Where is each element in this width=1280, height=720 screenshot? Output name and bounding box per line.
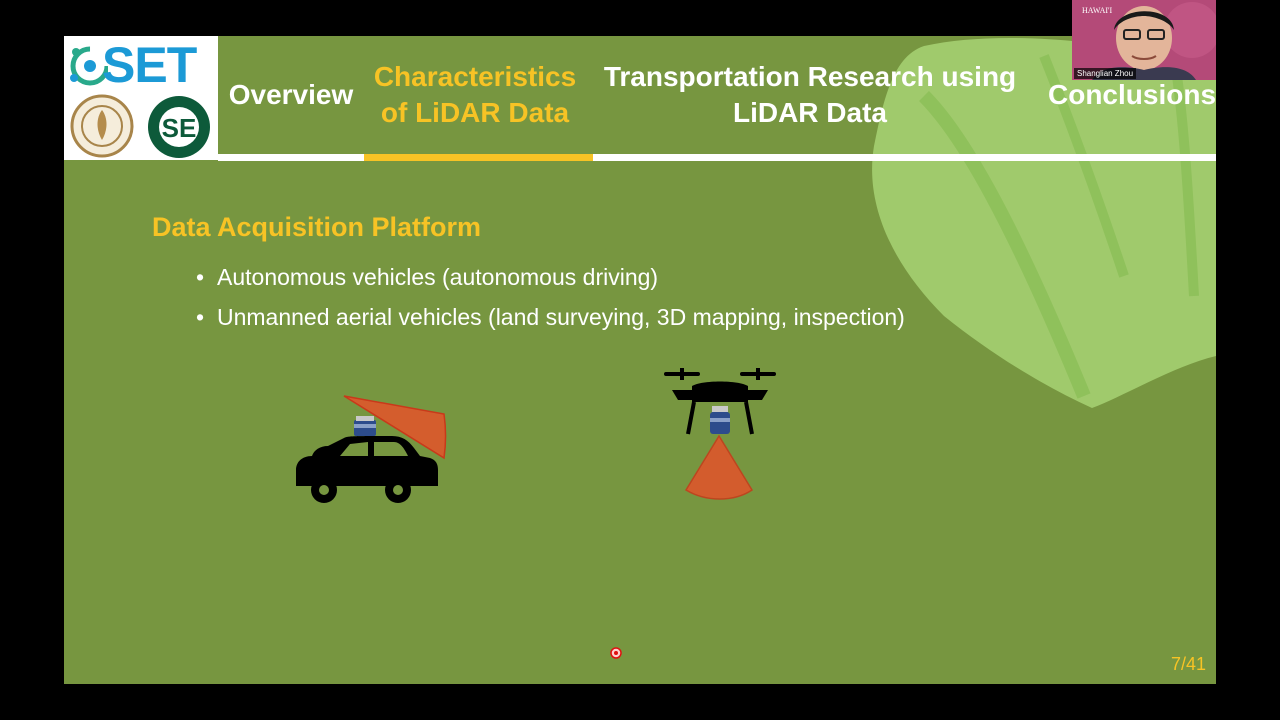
webcam-hawaii-label: HAWAI'I <box>1082 6 1113 15</box>
nav-characteristics[interactable]: Characteristics of LiDAR Data <box>364 36 586 154</box>
bullet-item: • Autonomous vehicles (autonomous drivin… <box>194 257 905 297</box>
nav-overview[interactable]: Overview <box>218 36 364 154</box>
bullet-glyph: • <box>196 264 205 290</box>
bullet-glyph: • <box>196 304 205 330</box>
set-logo-text: SET <box>102 37 197 93</box>
bullet-item: • Unmanned aerial vehicles (land surveyi… <box>194 297 905 337</box>
car-icon <box>296 395 447 503</box>
nav-underline <box>218 154 1216 161</box>
bullet-text: Unmanned aerial vehicles (land surveying… <box>217 304 905 330</box>
lidar-sensor-icon <box>710 406 730 434</box>
nav-conclusions[interactable]: Conclusions <box>1048 36 1216 154</box>
set-logo-circle-icon <box>70 46 108 86</box>
nav-conclusions-label: Conclusions <box>1048 79 1216 110</box>
webcam-thumbnail[interactable]: HAWAI'I Shanglian Zhou <box>1072 0 1216 80</box>
nav-active-indicator <box>364 154 593 161</box>
laser-pointer-icon <box>610 647 622 659</box>
section-heading: Data Acquisition Platform <box>152 212 482 242</box>
participant-name: Shanglian Zhou <box>1074 68 1137 79</box>
svg-text:SE: SE <box>162 113 197 143</box>
university-seal-icon <box>70 94 134 158</box>
logo-block: SET SE <box>64 36 218 160</box>
slide: SET SE Overview Characteristics of LiDAR… <box>64 36 1216 684</box>
nav-overview-label: Overview <box>228 79 354 110</box>
college-of-engineering-seal-icon: SE <box>148 96 210 158</box>
page-number: 7/41 <box>1170 654 1206 674</box>
bullet-text: Autonomous vehicles (autonomous driving) <box>217 264 659 290</box>
nav-transportation-research[interactable]: Transportation Research using LiDAR Data <box>586 36 1034 154</box>
bullet-list: • Autonomous vehicles (autonomous drivin… <box>194 257 905 337</box>
lidar-sensor-icon <box>354 416 376 436</box>
participant-video-icon <box>1072 0 1216 80</box>
monstera-leaf-decoration <box>872 37 1216 408</box>
nav-transportation-label: Transportation Research using LiDAR Data <box>603 61 1017 128</box>
drone-icon <box>664 368 776 500</box>
nav-characteristics-label: Characteristics of LiDAR Data <box>373 61 577 128</box>
